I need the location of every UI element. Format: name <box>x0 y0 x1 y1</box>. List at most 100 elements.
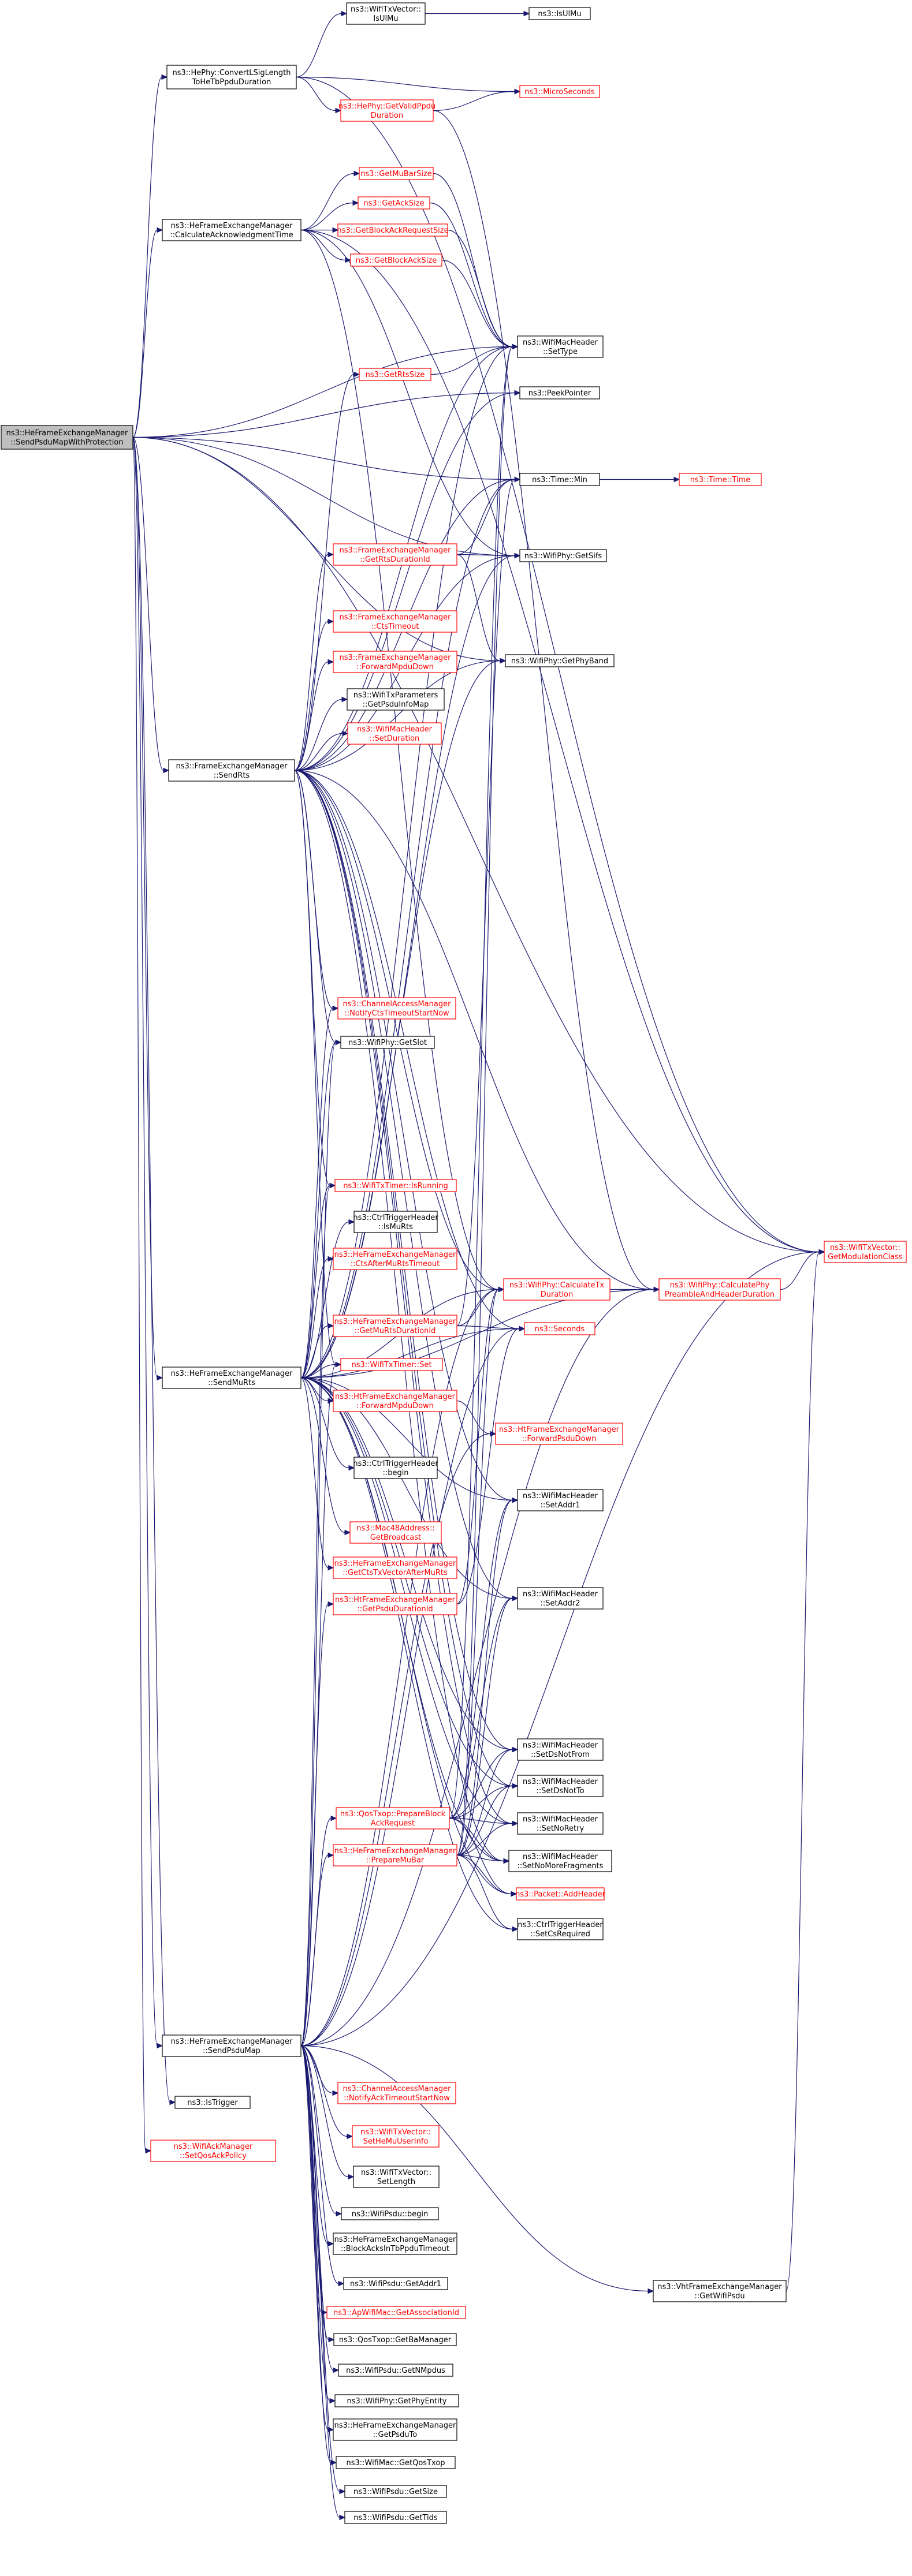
node-setqos[interactable]: ns3::WifiAckManager::SetQosAckPolicy <box>150 2140 276 2162</box>
edge-root-to-setqos <box>132 436 152 2154</box>
node-getrtsdur[interactable]: ns3::FrameExchangeManager::GetRtsDuratio… <box>333 543 457 566</box>
node-istrigger[interactable]: ns3::IsTrigger <box>174 2096 251 2109</box>
node-isrunning[interactable]: ns3::WifiTxTimer::IsRunning <box>334 1179 457 1192</box>
edge-sendpsdumap-to-gettids <box>300 2045 346 2521</box>
node-bcast[interactable]: ns3::Mac48Address::GetBroadcast <box>349 1521 442 1544</box>
node-seconds[interactable]: ns3::Seconds <box>524 1322 595 1335</box>
node-calcack[interactable]: ns3::HeFrameExchangeManager::CalculateAc… <box>162 219 301 241</box>
node-getpsduto[interactable]: ns3::HeFrameExchangeManager::GetPsduTo <box>333 2418 457 2441</box>
node-setaddr2[interactable]: ns3::WifiMacHeader::SetAddr2 <box>517 1587 604 1610</box>
node-setaddr1[interactable]: ns3::WifiMacHeader::SetAddr1 <box>517 1489 604 1511</box>
node-root[interactable]: ns3::HeFrameExchangeManager::SendPsduMap… <box>1 425 133 450</box>
edge-preparebar-to-setdsnotto <box>449 1783 519 1819</box>
node-ctsafter[interactable]: ns3::HeFrameExchangeManager::CtsAfterMuR… <box>333 1248 457 1270</box>
node-getphyent[interactable]: ns3::WifiPhy::GetPhyEntity <box>334 2394 459 2407</box>
node-timemin[interactable]: ns3::Time::Min <box>519 473 600 486</box>
node-settype[interactable]: ns3::WifiMacHeader::SetType <box>517 335 604 358</box>
node-setnomore[interactable]: ns3::WifiMacHeader::SetNoMoreFragments <box>508 1850 612 1872</box>
node-getaddr1[interactable]: ns3::WifiPsdu::GetAddr1 <box>343 2277 448 2290</box>
node-preparemubar[interactable]: ns3::HeFrameExchangeManager::PrepareMuBa… <box>333 1844 457 1866</box>
node-getassoc[interactable]: ns3::ApWifiMac::GetAssociationId <box>326 2306 466 2319</box>
node-htfwdpsdu[interactable]: ns3::HtFrameExchangeManager::ForwardPsdu… <box>495 1423 623 1445</box>
node-box <box>333 2333 457 2346</box>
node-ms[interactable]: ns3::MicroSeconds <box>519 85 600 98</box>
node-getba[interactable]: ns3::QosTxop::GetBaManager <box>333 2333 457 2346</box>
node-getsize[interactable]: ns3::WifiPsdu::GetSize <box>344 2485 447 2498</box>
node-box <box>168 759 295 782</box>
node-ctstimeout[interactable]: ns3::FrameExchangeManager::CtsTimeout <box>333 610 457 633</box>
node-box <box>505 654 615 667</box>
node-label: ns3::MicroSeconds <box>524 88 595 96</box>
node-fwdmpdu[interactable]: ns3::FrameExchangeManager::ForwardMpduDo… <box>333 651 457 673</box>
node-setlength[interactable]: ns3::WifiTxVector::SetLength <box>353 2166 440 2188</box>
node-getmod[interactable]: ns3::WifiTxVector::GetModulationClass <box>824 1241 907 1263</box>
node-ismurts[interactable]: ns3::CtrlTriggerHeader::IsMuRts <box>353 1211 438 1233</box>
node-label: ::SetCsRequired <box>530 1930 590 1939</box>
node-timerset[interactable]: ns3::WifiTxTimer::Set <box>340 1358 443 1371</box>
node-ctrlbegin[interactable]: ns3::CtrlTriggerHeader::begin <box>353 1457 438 1479</box>
node-box <box>495 1423 623 1445</box>
node-getsifs[interactable]: ns3::WifiPhy::GetSifs <box>519 549 607 562</box>
node-label: GetModulationClass <box>828 1253 903 1261</box>
edge-sendpsdumap-to-calctx <box>300 1286 505 2047</box>
edge-getrtsdur-to-getphyband <box>456 554 507 664</box>
node-barsize[interactable]: ns3::GetBlockAckRequestSize <box>337 223 449 237</box>
edge-sendrts-to-setdur <box>294 730 349 771</box>
node-label: ns3::WifiMac::GetQosTxop <box>346 2459 445 2467</box>
edge-sendpsdumap-to-psdubegin <box>300 2045 343 2217</box>
edge-timemin-to-timetime <box>599 476 680 483</box>
node-notifyack[interactable]: ns3::ChannelAccessManager::NotifyAckTime… <box>337 2082 456 2104</box>
node-gettids[interactable]: ns3::WifiPsdu::GetTids <box>344 2511 447 2524</box>
node-setcs[interactable]: ns3::CtrlTriggerHeader::SetCsRequired <box>517 1918 604 1940</box>
node-basize[interactable]: ns3::GetBlockAckSize <box>350 253 442 267</box>
node-peek[interactable]: ns3::PeekPointer <box>519 386 600 400</box>
node-getmurts[interactable]: ns3::HeFrameExchangeManager::GetMuRtsDur… <box>333 1315 457 1337</box>
node-getpsdudur[interactable]: ns3::HtFrameExchangeManager::GetPsduDura… <box>333 1593 457 1615</box>
node-rtssize[interactable]: ns3::GetRtsSize <box>359 368 431 381</box>
node-isul[interactable]: ns3::IsUlMu <box>528 7 591 20</box>
edge-calcack-to-mubar <box>300 170 360 231</box>
edge-root-to-sendrts <box>132 436 170 774</box>
edge-sendrts-to-calcpre <box>294 770 660 1293</box>
node-label: ::GetPsduInfoMap <box>363 700 429 709</box>
node-acksize[interactable]: ns3::GetAckSize <box>358 196 430 210</box>
node-label: ns3::HeFrameExchangeManager <box>334 2235 456 2244</box>
node-addheader[interactable]: ns3::Packet::AddHeader <box>515 1887 606 1901</box>
edge-sendpsdumap-to-timerset <box>300 1361 342 2047</box>
node-setnoretry[interactable]: ns3::WifiMacHeader::SetNoRetry <box>517 1812 604 1835</box>
node-sendrts[interactable]: ns3::FrameExchangeManager::SendRts <box>168 759 295 782</box>
node-sendpsdumap[interactable]: ns3::HeFrameExchangeManager::SendPsduMap <box>162 2034 301 2057</box>
node-sendmurts[interactable]: ns3::HeFrameExchangeManager::SendMuRts <box>162 1367 301 1389</box>
node-box <box>338 2364 453 2377</box>
node-vhtget[interactable]: ns3::VhtFrameExchangeManager::GetWifiPsd… <box>653 2280 787 2302</box>
edge-sendpsdumap-to-getslot <box>300 1039 342 2047</box>
node-mubar[interactable]: ns3::GetMuBarSize <box>359 167 434 180</box>
node-psduinfo[interactable]: ns3::WifiTxParameters::GetPsduInfoMap <box>347 688 445 711</box>
node-label: ::ForwardMpduDown <box>356 1402 434 1410</box>
node-box <box>333 1315 457 1337</box>
node-getqostxop[interactable]: ns3::WifiMac::GetQosTxop <box>336 2456 456 2469</box>
node-setdur[interactable]: ns3::WifiMacHeader::SetDuration <box>347 722 442 745</box>
node-timetime[interactable]: ns3::Time::Time <box>679 473 762 486</box>
node-htfwd[interactable]: ns3::HtFrameExchangeManager::ForwardMpdu… <box>333 1390 457 1412</box>
node-setdsnotto[interactable]: ns3::WifiMacHeader::SetDsNotTo <box>517 1775 604 1797</box>
node-box <box>333 2418 457 2441</box>
node-sethemu[interactable]: ns3::WifiTxVector::SetHeMuUserInfo <box>352 2125 440 2148</box>
node-label: ::CtsTimeout <box>371 622 419 631</box>
node-getphyband[interactable]: ns3::WifiPhy::GetPhyBand <box>505 654 615 667</box>
node-psdubegin[interactable]: ns3::WifiPsdu::begin <box>341 2207 439 2220</box>
node-isu[interactable]: ns3::WifiTxVector::IsUlMu <box>346 2 426 25</box>
node-getnmpdus[interactable]: ns3::WifiPsdu::GetNMpdus <box>338 2364 453 2377</box>
node-calcpre[interactable]: ns3::WifiPhy::CalculatePhyPreambleAndHea… <box>658 1278 781 1301</box>
node-getslot[interactable]: ns3::WifiPhy::GetSlot <box>340 1036 435 1049</box>
node-conv[interactable]: ns3::HePhy::ConvertLSigLengthToHeTbPpduD… <box>166 65 297 89</box>
node-label: ns3::HtFrameExchangeManager <box>335 1392 456 1401</box>
node-setdsnotfrom[interactable]: ns3::WifiMacHeader::SetDsNotFrom <box>517 1738 604 1761</box>
node-blockacks[interactable]: ns3::HeFrameExchangeManager::BlockAcksIn… <box>333 2232 457 2255</box>
node-notifycts[interactable]: ns3::ChannelAccessManager::NotifyCtsTime… <box>337 997 456 1020</box>
node-getcts[interactable]: ns3::HeFrameExchangeManager::GetCtsTxVec… <box>333 1556 457 1579</box>
